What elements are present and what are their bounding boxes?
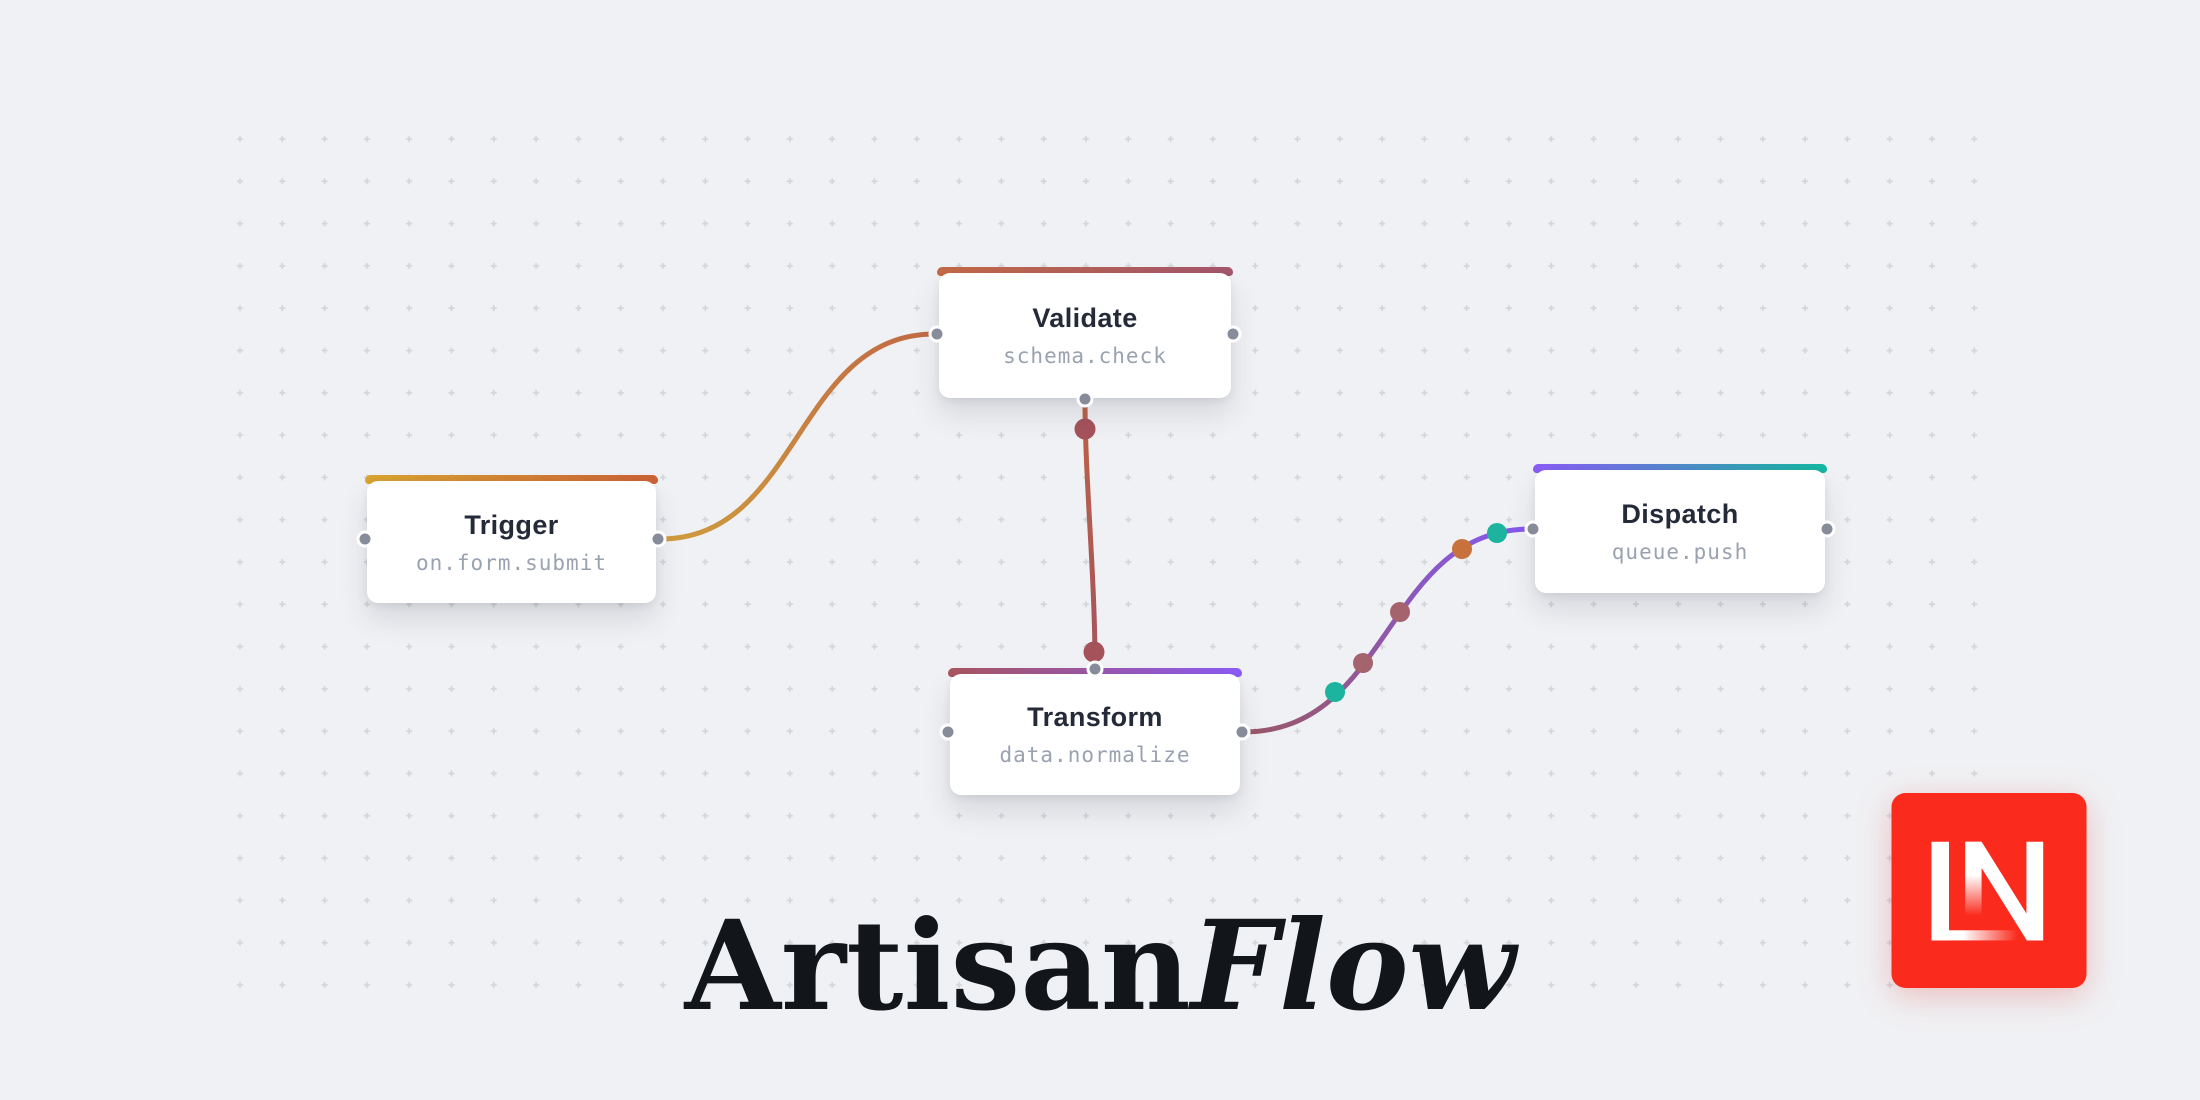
brand-wordmark: ArtisanFlow — [685, 905, 1516, 1029]
node-subtitle: on.form.submit — [415, 550, 607, 575]
node-title: Dispatch — [1621, 499, 1739, 529]
brand-logo — [1891, 793, 2087, 988]
edge-transform-dispatch-waypoint-5[interactable] — [1487, 523, 1507, 543]
port-validate-out-bottom[interactable] — [1076, 390, 1094, 408]
node-subtitle: schema.check — [1003, 344, 1167, 368]
node-trigger[interactable]: Trigger on.form.submit — [365, 475, 658, 603]
port-validate-out[interactable] — [1224, 325, 1242, 343]
port-transform-in-top[interactable] — [1086, 660, 1104, 678]
node-accent-bar — [1533, 464, 1827, 473]
edge-validate-transform-waypoint-2[interactable] — [1083, 641, 1105, 663]
edge-trigger-validate[interactable] — [657, 331, 938, 542]
edge-transform-dispatch-waypoint-4[interactable] — [1452, 539, 1472, 559]
node-accent-bar — [365, 475, 658, 484]
edge-validate-transform-waypoint-1[interactable] — [1074, 418, 1096, 440]
edge-transform-dispatch-waypoint-3[interactable] — [1390, 602, 1410, 622]
port-trigger-out[interactable] — [649, 530, 667, 548]
node-card: Transform data.normalize — [950, 674, 1240, 795]
port-dispatch-out[interactable] — [1818, 520, 1836, 538]
edge-transform-dispatch[interactable] — [1240, 526, 1534, 735]
node-card: Trigger on.form.submit — [367, 481, 656, 603]
node-subtitle: queue.push — [1611, 540, 1749, 564]
port-transform-in[interactable] — [939, 723, 957, 741]
node-validate[interactable]: Validate schema.check — [937, 267, 1233, 398]
node-dispatch[interactable]: Dispatch queue.push — [1533, 464, 1827, 593]
node-title: Trigger — [464, 509, 559, 540]
node-title: Transform — [1027, 702, 1163, 732]
node-card: Dispatch queue.push — [1535, 470, 1825, 593]
node-subtitle: data.normalize — [999, 743, 1191, 767]
edge-transform-dispatch-waypoint-1[interactable] — [1325, 682, 1345, 702]
logo-tile — [1891, 793, 2087, 988]
port-transform-out[interactable] — [1233, 723, 1251, 741]
logo-ln-monogram — [1931, 841, 2044, 941]
port-trigger-in[interactable] — [356, 530, 374, 548]
edge-transform-dispatch-waypoint-2[interactable] — [1353, 653, 1373, 673]
port-validate-in[interactable] — [928, 325, 946, 343]
port-dispatch-in[interactable] — [1524, 520, 1542, 538]
wordmark-italic: Flow — [1190, 894, 1516, 1039]
node-card: Validate schema.check — [939, 273, 1231, 398]
node-transform[interactable]: Transform data.normalize — [948, 668, 1242, 795]
node-title: Validate — [1032, 303, 1138, 333]
wordmark-regular: Artisan — [684, 894, 1191, 1039]
node-accent-bar — [937, 267, 1233, 276]
